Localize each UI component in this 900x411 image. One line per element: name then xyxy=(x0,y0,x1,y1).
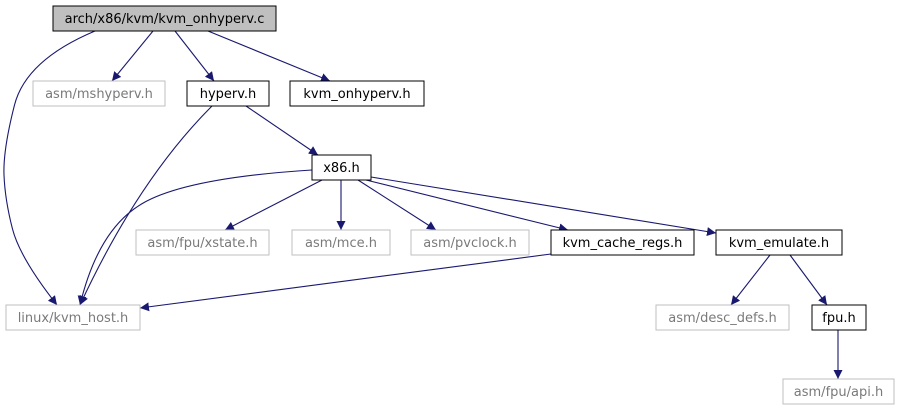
node-kvm-onhyperv-c[interactable]: arch/x86/kvm/kvm_onhyperv.c xyxy=(52,5,277,32)
edge-x86-h-to-asm-pvclock-h xyxy=(357,179,437,231)
node-asm-mshyperv-h: asm/mshyperv.h xyxy=(32,80,166,107)
node-label: asm/fpu/api.h xyxy=(794,385,883,400)
node-box xyxy=(550,229,695,256)
node-hyperv-h[interactable]: hyperv.h xyxy=(186,80,270,107)
node-box xyxy=(52,5,277,32)
node-fpu-h[interactable]: fpu.h xyxy=(811,304,867,331)
node-box xyxy=(289,80,425,107)
node-box xyxy=(782,378,895,405)
node-box xyxy=(715,229,843,256)
node-kvm-onhyperv-h[interactable]: kvm_onhyperv.h xyxy=(289,80,425,107)
node-x86-h[interactable]: x86.h xyxy=(311,154,372,181)
node-box xyxy=(5,304,141,331)
node-asm-desc-defs-h: asm/desc_defs.h xyxy=(655,304,790,331)
edge-kvm-emulate-h-to-asm-desc-defs-h xyxy=(730,254,771,306)
node-label: arch/x86/kvm/kvm_onhyperv.c xyxy=(65,12,265,27)
node-box xyxy=(135,229,270,256)
nodes-layer: arch/x86/kvm/kvm_onhyperv.c asm/mshyperv.… xyxy=(5,5,895,405)
edges-layer xyxy=(3,30,843,379)
edge-kvm-onhyperv-c-to-hyperv-h xyxy=(174,30,215,82)
node-label: fpu.h xyxy=(822,311,855,326)
node-asm-mce-h: asm/mce.h xyxy=(291,229,391,256)
node-box xyxy=(655,304,790,331)
node-asm-fpu-api-h: asm/fpu/api.h xyxy=(782,378,895,405)
edge-kvm-emulate-h-to-fpu-h xyxy=(789,254,828,306)
node-asm-pvclock-h: asm/pvclock.h xyxy=(410,229,530,256)
node-asm-fpu-xstate-h: asm/fpu/xstate.h xyxy=(135,229,270,256)
edge-x86-h-to-linux-kvm-host-h xyxy=(77,169,313,306)
node-label: kvm_onhyperv.h xyxy=(303,87,410,102)
edge-hyperv-h-to-x86-h xyxy=(245,105,319,156)
edge-hyperv-h-to-linux-kvm-host-h xyxy=(79,105,213,306)
edge-x86-h-to-kvm-cache-regs-h xyxy=(365,179,569,233)
edge-kvm-onhyperv-c-to-asm-mshyperv-h xyxy=(111,30,154,82)
node-label: kvm_emulate.h xyxy=(729,236,829,251)
node-box xyxy=(410,229,530,256)
edge-kvm-cache-regs-h-to-linux-kvm-host-h xyxy=(139,253,552,312)
node-linux-kvm-host-h: linux/kvm_host.h xyxy=(5,304,141,331)
node-kvm-emulate-h[interactable]: kvm_emulate.h xyxy=(715,229,843,256)
edge-x86-h-to-asm-fpu-xstate-h xyxy=(224,179,323,231)
edge-kvm-onhyperv-c-to-linux-kvm-host-h xyxy=(3,30,96,306)
node-box xyxy=(811,304,867,331)
node-label: kvm_cache_regs.h xyxy=(563,236,683,251)
node-box xyxy=(291,229,391,256)
node-label: asm/desc_defs.h xyxy=(668,311,776,326)
node-kvm-cache-regs-h[interactable]: kvm_cache_regs.h xyxy=(550,229,695,256)
node-label: hyperv.h xyxy=(200,87,257,102)
node-label: x86.h xyxy=(323,161,360,176)
node-label: asm/fpu/xstate.h xyxy=(147,236,257,251)
node-label: asm/mce.h xyxy=(305,236,377,251)
node-box xyxy=(186,80,270,107)
node-label: asm/mshyperv.h xyxy=(45,87,153,102)
node-box xyxy=(32,80,166,107)
node-label: asm/pvclock.h xyxy=(423,236,517,251)
node-box xyxy=(311,154,372,181)
edge-kvm-onhyperv-c-to-kvm-onhyperv-h xyxy=(207,30,331,82)
node-label: linux/kvm_host.h xyxy=(18,311,129,326)
edge-x86-h-to-kvm-emulate-h xyxy=(370,176,717,236)
